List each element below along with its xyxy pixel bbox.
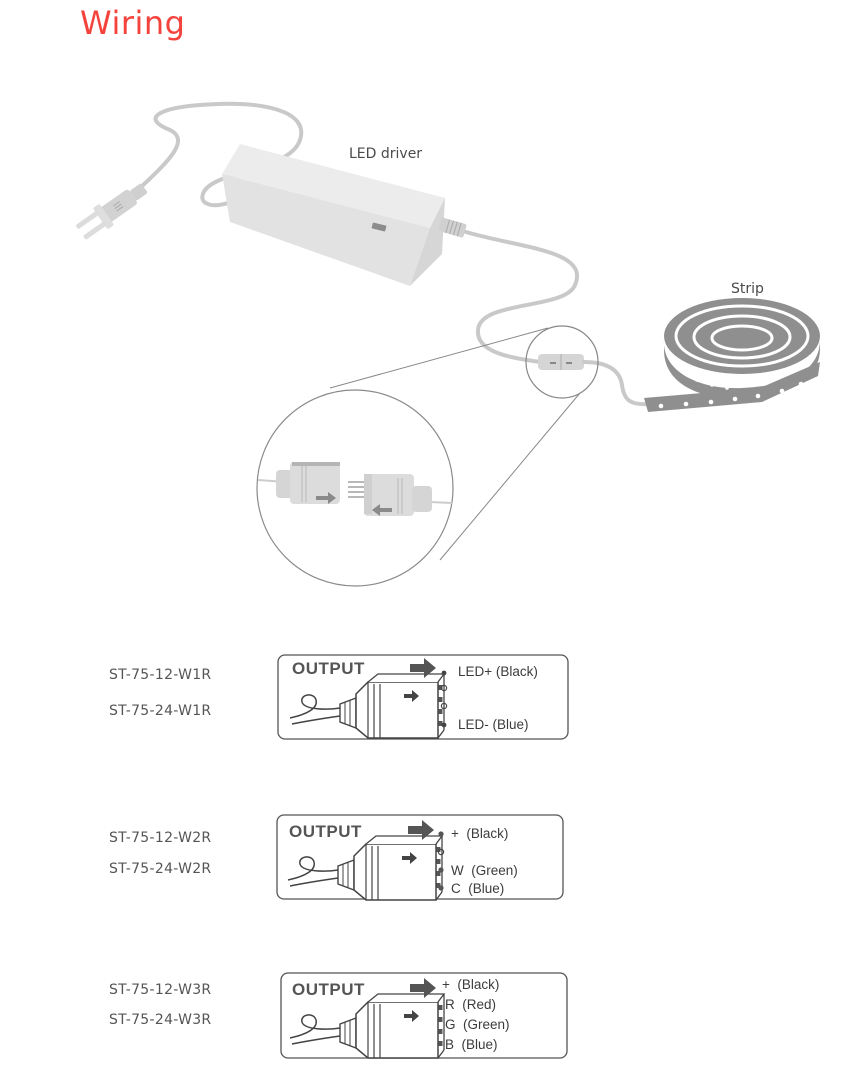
pin-label: LED+ (Black)	[458, 664, 538, 679]
output-header: OUTPUT	[292, 659, 365, 678]
pin-label: B (Blue)	[445, 1037, 498, 1052]
page-title: Wiring	[80, 4, 186, 42]
led-driver-icon	[222, 144, 467, 286]
model-number: ST-75-24-W2R	[109, 861, 212, 877]
model-number: ST-75-12-W1R	[109, 667, 212, 683]
pin-marker-filled	[438, 867, 444, 873]
pin-marker-hollow	[437, 848, 445, 856]
pin-label: C (Blue)	[451, 881, 504, 896]
model-number: ST-75-24-W3R	[109, 1012, 212, 1028]
model-number: ST-75-24-W1R	[109, 703, 212, 719]
led-strip-icon	[644, 298, 820, 412]
power-cord	[138, 101, 304, 208]
pin-label: + (Black)	[451, 826, 508, 841]
output-header: OUTPUT	[289, 822, 362, 841]
output-header: OUTPUT	[292, 980, 365, 999]
pin-marker-hollow	[440, 684, 448, 692]
zoom-circle-small	[525, 325, 599, 399]
pin-label: W (Green)	[451, 863, 518, 878]
led-driver-label: LED driver	[349, 146, 423, 162]
connector-detail-icon	[257, 462, 453, 516]
pin-marker-filled	[441, 722, 447, 728]
wiring-illustration	[76, 101, 820, 587]
pin-label: R (Red)	[445, 997, 496, 1012]
pin-label: LED- (Blue)	[458, 717, 529, 732]
pin-marker-hollow	[440, 702, 448, 710]
power-plug-icon	[76, 183, 148, 240]
pin-marker-filled	[441, 670, 447, 676]
output-box: OUTPUT LED+ (Black) LED- (Blue)	[277, 654, 569, 740]
pin-marker-filled	[438, 831, 444, 837]
output-box: OUTPUT + (Black) W (Green) C (Blue)	[276, 814, 564, 901]
pin-label: G (Green)	[445, 1017, 510, 1032]
connector-small-icon	[538, 354, 584, 370]
output-box: OUTPUT + (Black) R (Red) G (Green) B (Bl…	[280, 972, 568, 1059]
strip-label: Strip	[731, 281, 764, 297]
model-number: ST-75-12-W2R	[109, 830, 212, 846]
zoom-circle-large	[256, 389, 454, 587]
model-number: ST-75-12-W3R	[109, 982, 212, 998]
pin-label: + (Black)	[442, 977, 499, 992]
output-cord	[464, 230, 579, 364]
pin-marker-filled	[438, 885, 444, 891]
